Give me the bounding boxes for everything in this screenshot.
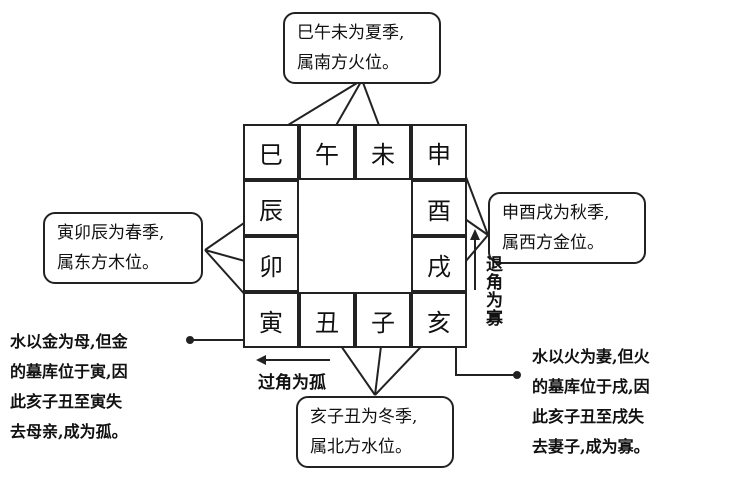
- branch-cell-yin: 寅: [243, 292, 299, 348]
- summer-line-2: 属南方火位。: [297, 53, 399, 73]
- branch-label: 卯: [259, 252, 283, 281]
- branch-label: 未: [371, 140, 395, 169]
- branch-cell-mao: 卯: [243, 236, 299, 292]
- branch-label: 巳: [259, 140, 283, 169]
- autumn-line-1: 申酉戌为秋季,: [502, 203, 610, 223]
- branch-label: 寅: [259, 308, 283, 337]
- branch-label: 戌: [427, 252, 451, 281]
- left-note-line: 的墓库位于寅,因: [10, 362, 128, 381]
- branch-cell-wei: 未: [355, 124, 411, 180]
- branch-cell-you: 酉: [411, 180, 467, 236]
- spring-line-1: 寅卯辰为春季,: [57, 223, 165, 243]
- branch-label: 亥: [427, 308, 451, 337]
- summer-box: 巳午未为夏季, 属南方火位。: [283, 12, 441, 84]
- branch-cell-chen: 辰: [243, 180, 299, 236]
- right-note-line: 去妻子,成为寡。: [532, 437, 650, 456]
- branch-cell-hai: 亥: [411, 292, 467, 348]
- winter-line-2: 属北方水位。: [310, 437, 412, 457]
- left-note-line: 此亥子丑至寅失: [10, 392, 123, 411]
- winter-box: 亥子丑为冬季, 属北方水位。: [296, 396, 454, 468]
- tuijiao-label: 退角为寡: [482, 255, 502, 327]
- branch-cell-shen: 申: [411, 124, 467, 180]
- branch-cell-chou: 丑: [299, 292, 355, 348]
- right-note-line: 水以火为妻,但火: [532, 347, 650, 366]
- right-note: 水以火为妻,但火 的墓库位于戌,因 此亥子丑至戌失 去妻子,成为寡。: [532, 342, 650, 462]
- branch-cell-xu: 戌: [411, 236, 467, 292]
- branch-label: 午: [315, 140, 339, 169]
- spring-line-2: 属东方木位。: [57, 253, 159, 273]
- right-note-line: 此亥子丑至戌失: [532, 407, 645, 426]
- branch-label: 子: [371, 308, 395, 337]
- branch-label: 申: [427, 140, 451, 169]
- left-note-line: 去母亲,成为孤。: [10, 422, 128, 441]
- spring-box: 寅卯辰为春季, 属东方木位。: [43, 212, 203, 284]
- guojiao-label: 过角为孤: [258, 373, 326, 393]
- branch-label: 丑: [315, 308, 339, 337]
- autumn-box: 申酉戌为秋季, 属西方金位。: [488, 192, 646, 264]
- left-note: 水以金为母,但金 的墓库位于寅,因 此亥子丑至寅失 去母亲,成为孤。: [10, 327, 128, 447]
- branch-cell-wu: 午: [299, 124, 355, 180]
- branch-label: 酉: [427, 196, 451, 225]
- left-note-line: 水以金为母,但金: [10, 332, 128, 351]
- right-note-line: 的墓库位于戌,因: [532, 377, 650, 396]
- autumn-line-2: 属西方金位。: [502, 233, 604, 253]
- branch-cell-si: 巳: [243, 124, 299, 180]
- winter-line-1: 亥子丑为冬季,: [310, 407, 418, 427]
- branch-label: 辰: [259, 196, 283, 225]
- branch-cell-zi: 子: [355, 292, 411, 348]
- summer-line-1: 巳午未为夏季,: [297, 23, 405, 43]
